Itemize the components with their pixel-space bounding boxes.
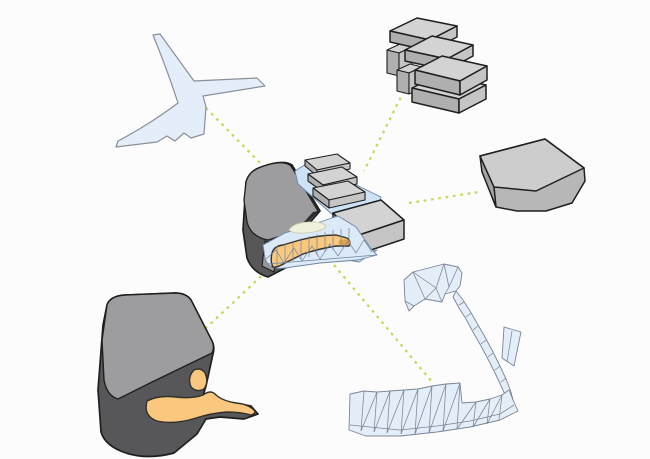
connector-shell-canopy	[204, 265, 273, 330]
mesh-flag-line	[506, 330, 513, 363]
interior-canopy-ribbon	[270, 234, 351, 268]
mesh-head-triangulation	[404, 263, 459, 307]
canopy-teardrop	[188, 368, 208, 392]
mesh-bottom-rail	[349, 404, 515, 431]
block-face-top	[479, 138, 585, 192]
connector-program-bars	[363, 90, 405, 172]
mesh-bottom-verticals	[360, 382, 503, 435]
lawn-patch	[288, 221, 327, 234]
bar-face-side	[328, 191, 366, 209]
mesh-strip-ticks	[458, 301, 507, 383]
site-plan-outline	[115, 33, 266, 148]
mesh-flag	[501, 326, 522, 367]
mesh-bottom-diagonals	[360, 382, 503, 435]
bar-face-side	[459, 65, 488, 96]
roof-bar-3	[312, 180, 366, 209]
glass-apron-triangulation	[265, 239, 378, 265]
bar-face-front	[396, 69, 410, 95]
bar-box-3	[414, 55, 488, 96]
connectors	[204, 90, 480, 384]
connector-facade-mesh	[333, 264, 434, 384]
canopy-tip-accent	[338, 239, 351, 246]
facade-mesh	[348, 263, 522, 437]
faceted-block	[479, 138, 586, 212]
bar-face-side	[458, 84, 487, 114]
canopy-main	[145, 391, 256, 424]
shell-with-canopy	[97, 292, 259, 458]
assembled-building	[242, 153, 405, 278]
glass-mullions	[276, 228, 350, 266]
site-plan-shape	[115, 33, 266, 148]
shell-top-face	[101, 292, 215, 400]
program-bars-cluster	[386, 17, 488, 114]
